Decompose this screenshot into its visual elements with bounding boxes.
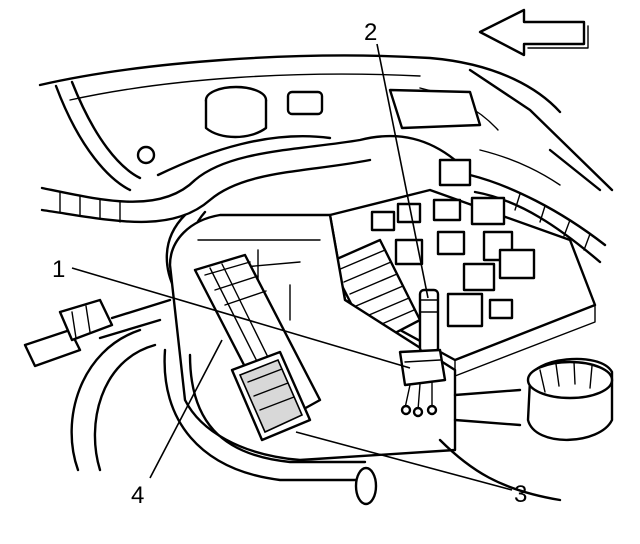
leader-line-1 (71, 267, 411, 369)
callout-4: 4 (131, 482, 144, 509)
leader-line-3 (295, 431, 513, 491)
wire-connector (398, 288, 447, 418)
leader-line-4 (149, 339, 223, 479)
leader-lines (71, 43, 513, 491)
leader-line-2 (376, 43, 429, 299)
callout-1: 1 (52, 256, 65, 283)
lower-lines (23, 298, 378, 506)
reservoir-cap (438, 357, 614, 502)
left-arrow-icon (478, 8, 589, 57)
callout-2: 2 (364, 19, 377, 46)
callout-3: 3 (514, 481, 527, 508)
module-connector (230, 350, 312, 442)
callouts: 1 2 3 4 (52, 19, 527, 509)
upper-engine (54, 80, 482, 192)
